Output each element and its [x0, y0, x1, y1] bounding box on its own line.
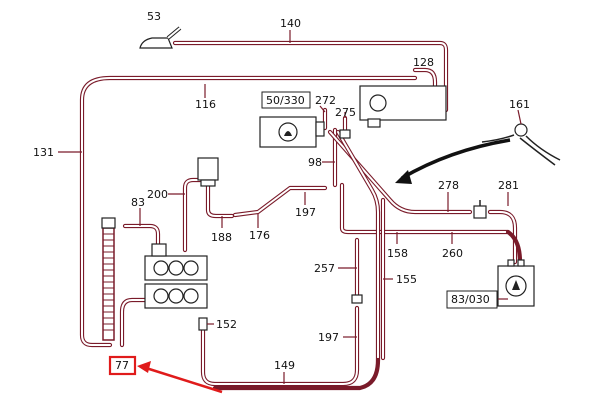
label-155: 155	[396, 273, 417, 286]
pointer-arrow-head	[395, 170, 412, 184]
hose-83	[122, 223, 161, 247]
label-98: 98	[308, 156, 322, 169]
label-140: 140	[280, 17, 301, 30]
label-188: 188	[211, 231, 232, 244]
label-128: 128	[413, 56, 434, 69]
label-50-330: 50/330	[266, 94, 305, 107]
label-149: 149	[274, 359, 295, 372]
label-158: 158	[387, 247, 408, 260]
part-161-connector	[481, 123, 561, 166]
label-281: 281	[498, 179, 519, 192]
label-116: 116	[195, 98, 216, 111]
hose-260	[505, 229, 523, 265]
hose-188	[205, 182, 235, 219]
hose-200	[182, 177, 203, 253]
red-arrow-shaft	[145, 366, 223, 394]
label-272: 272	[315, 94, 336, 107]
part-281-tee	[473, 200, 487, 219]
hose-149-return	[212, 357, 381, 391]
part-128-reservoir	[359, 85, 447, 128]
label-257: 257	[314, 262, 335, 275]
red-arrow-head	[137, 361, 151, 373]
part-257-fitting	[351, 294, 363, 304]
hose-lower-left	[119, 297, 148, 348]
label-161: 161	[509, 98, 530, 111]
label-box-77-highlight	[108, 355, 137, 376]
label-200: 200	[147, 188, 168, 201]
label-197-lower: 197	[318, 331, 339, 344]
label-box-50-330	[261, 91, 311, 109]
label-152: 152	[216, 318, 237, 331]
part-275-fitting	[339, 129, 351, 139]
label-131: 131	[33, 146, 54, 159]
label-83: 83	[131, 196, 145, 209]
part-manifold	[144, 243, 208, 309]
label-278: 278	[438, 179, 459, 192]
label-260: 260	[442, 247, 463, 260]
label-176: 176	[249, 229, 270, 242]
label-77: 77	[115, 359, 129, 372]
label-275: 275	[335, 106, 356, 119]
part-200-switch	[197, 157, 219, 187]
part-152-fitting	[198, 317, 208, 331]
part-50-330-valve	[259, 116, 325, 148]
label-box-83-030	[446, 290, 498, 309]
part-53-nozzle	[139, 26, 182, 49]
label-83-030: 83/030	[451, 293, 490, 306]
hose-lines	[79, 40, 523, 391]
part-labels: 53 140 128 116 131 50/330 272 275 161 98…	[33, 10, 530, 372]
hose-diagonal-278	[327, 129, 473, 215]
part-83-030-pump	[497, 259, 535, 307]
label-197-upper: 197	[295, 206, 316, 219]
label-53: 53	[147, 10, 161, 23]
leader-lines	[58, 30, 522, 384]
pointer-arrow	[401, 138, 511, 180]
corrugated-hose	[101, 217, 116, 341]
